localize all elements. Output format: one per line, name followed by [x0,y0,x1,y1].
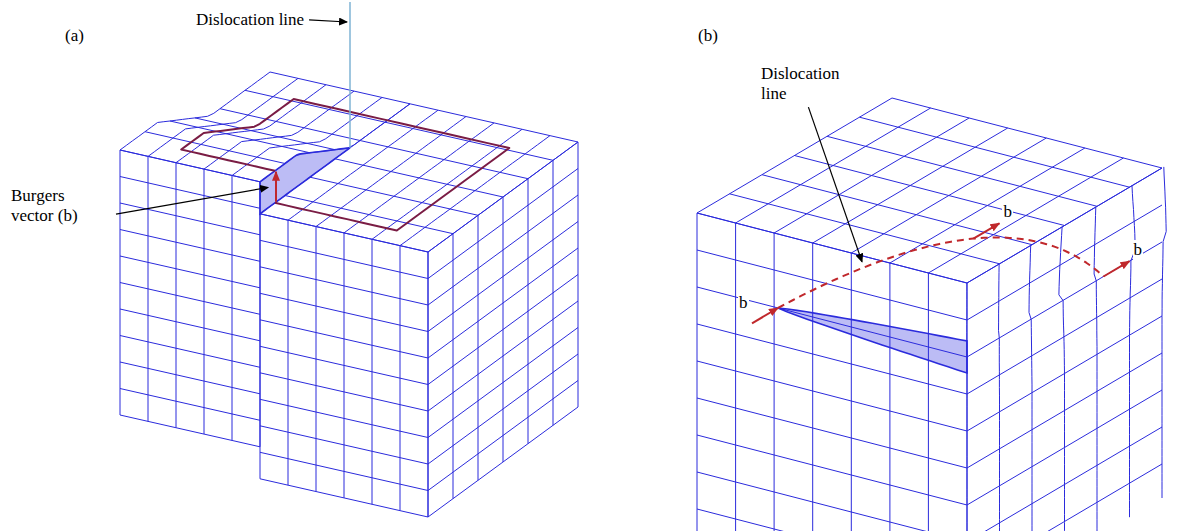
lattice-line [428,407,578,517]
lattice-line [967,353,1162,468]
lattice-line [730,194,1000,264]
lattice-line [774,233,775,531]
lattice-line [967,316,1162,431]
burgers-vector-label: Burgers vector (b) [10,186,112,225]
lattice-line [120,203,260,235]
lattice-line [120,389,260,421]
lattice-line [260,104,410,182]
lattice-line [999,264,1000,531]
lattice-line [889,263,890,531]
lattice-line [697,472,967,531]
lattice-line [428,169,578,279]
lattice-line [851,253,852,531]
lattice-line [697,361,967,431]
panel-label: (a) [64,26,85,46]
lattice-line [813,128,1008,243]
lattice-line [697,287,967,357]
lattice-line [1130,186,1136,518]
lattice-line [1094,207,1097,531]
lattice-line [967,390,1162,505]
lattice-line [827,136,1097,206]
vector-symbol: b [1002,202,1013,222]
lattice-line [428,275,578,385]
lattice-line [697,509,967,531]
lattice-line [774,118,969,233]
lattice-line [120,336,260,368]
lattice-line [232,98,382,176]
lattice-line [697,324,967,394]
lattice-line [120,150,260,182]
lattice-line [120,283,260,315]
dislocation-line-label: Dislocation line [760,64,848,103]
lattice-line [120,362,260,394]
leader-arrow [309,20,347,22]
slip-surface [778,308,967,373]
lattice-line [1162,167,1166,498]
lattice-line [120,150,260,182]
lattice-line [428,328,578,438]
lattice-line [428,248,578,358]
dislocation-line [349,2,351,148]
lattice-line [967,464,1162,531]
lattice-line [890,148,1085,263]
lattice-line [1029,245,1032,531]
burgers-vector-arrow [1104,261,1130,276]
dislocation-line [778,238,1104,309]
lattice-line [851,138,1046,253]
lattice-line [697,435,967,505]
burgers-vector-arrow [275,172,277,202]
lattice-line [762,175,1032,245]
lattice-line [170,121,310,153]
vector-symbol: b [1133,240,1144,260]
lattice-line [697,213,698,531]
lattice-line [260,479,428,517]
lattice-line [697,250,967,320]
lattice-line [428,142,578,252]
lattice-line [967,168,1162,283]
lattice-line [245,90,385,122]
lattice-line [735,223,736,531]
lattice-line [145,132,285,164]
lattice-line [428,381,578,491]
lattice-line [697,398,967,468]
lattice-line [120,256,260,288]
lattice-line [428,195,578,305]
lattice-line [697,98,892,213]
lattice-line [892,98,1162,168]
lattice-line [270,72,410,104]
lattice-line [697,213,967,283]
lattice-line [967,427,1162,531]
lattice-line [736,108,931,223]
lattice-line [120,309,260,341]
lattice-line [928,273,929,531]
burgers-vector-arrow [973,223,999,238]
lattice-line [148,78,298,156]
lattice-line [120,415,260,447]
lattice-line [176,85,326,163]
lattice-line [697,213,967,283]
lattice-line [428,301,578,411]
lattice-line [428,222,578,332]
burgers-vector-arrow [752,308,778,323]
burgers-circuit [181,99,509,231]
lattice-line [860,117,1130,187]
leader-arrow [116,188,268,215]
lattice-line [967,279,1162,394]
lattice-line [195,118,335,150]
leader-arrow [808,107,862,262]
dislocation-line-label: Dislocation line [195,10,305,30]
lattice-line [120,230,260,262]
lattice-line [428,354,578,464]
panel-label: (b) [697,26,719,46]
lattice-line [795,156,1065,226]
lattice-line [967,205,1162,320]
vector-symbol: b [738,293,749,313]
lattice-line [967,168,1162,283]
lattice-line [812,243,813,531]
